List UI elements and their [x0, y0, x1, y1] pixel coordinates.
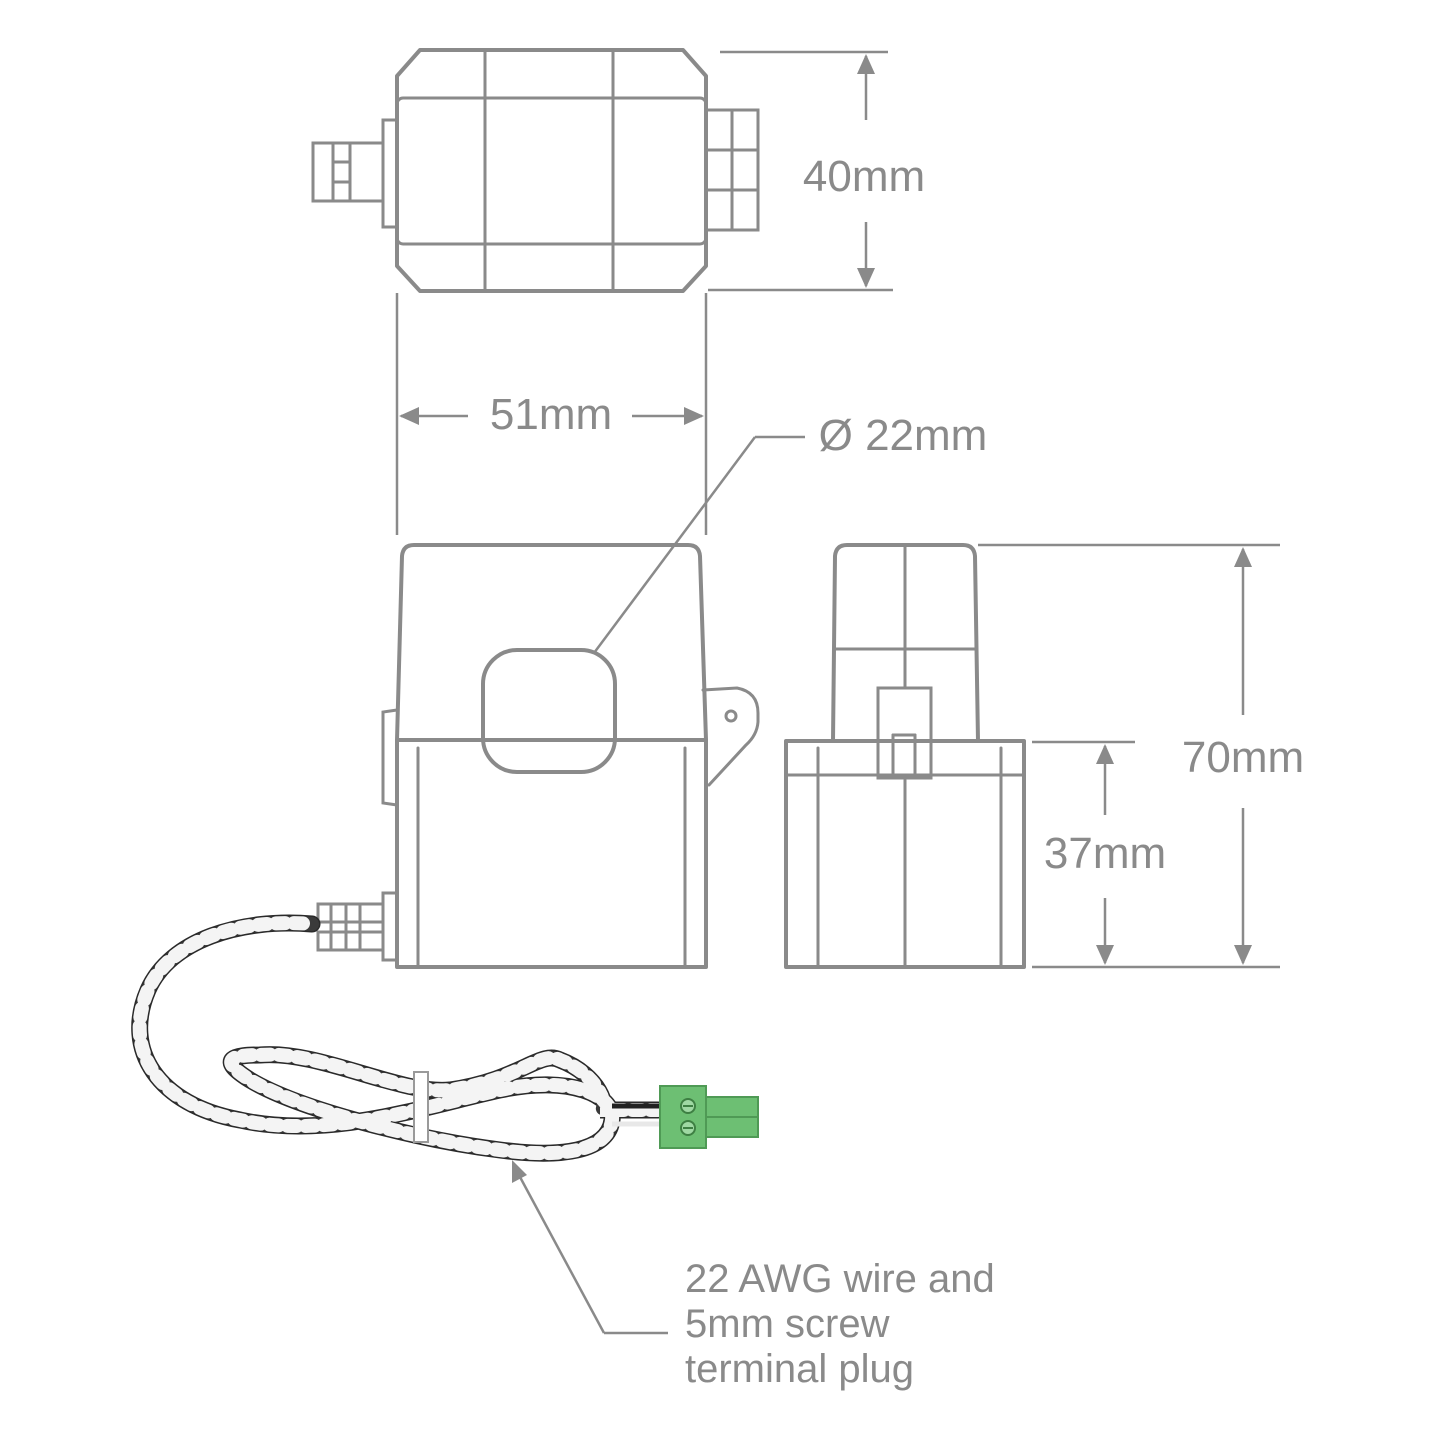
dimension-51mm: 51mm: [395, 293, 708, 535]
label-width: 51mm: [490, 390, 612, 439]
front-view-cable-gland: [316, 891, 399, 962]
top-view-inner-band: [395, 96, 708, 246]
cable-note-line3: terminal plug: [685, 1347, 914, 1391]
front-view-upper-outline: [395, 543, 708, 742]
label-aperture: Ø 22mm: [819, 411, 988, 460]
twisted-pair-cable: [131, 914, 667, 1162]
top-view-left-plug: [311, 118, 399, 229]
front-view-aperture: [481, 648, 617, 774]
top-view-body-outline: [395, 48, 708, 293]
dimension-37mm: 37mm: [1032, 740, 1166, 965]
screw-terminal-plug: [659, 1085, 759, 1149]
side-view: [784, 543, 1026, 969]
front-view: [316, 543, 760, 969]
dimension-aperture: Ø 22mm: [592, 411, 988, 654]
top-view-right-latch: [704, 108, 760, 232]
cable-tie: [413, 1071, 429, 1143]
dimension-70mm: 70mm: [978, 543, 1304, 969]
top-view: [311, 48, 760, 293]
cable-note-line1: 22 AWG wire and: [685, 1257, 995, 1301]
dimension-40mm: 40mm: [708, 50, 925, 292]
front-view-mounting-tab: [701, 686, 760, 787]
cable-note-line2: 5mm screw: [685, 1302, 890, 1346]
label-height-top: 40mm: [803, 152, 925, 201]
cable-callout: 22 AWG wire and 5mm screw terminal plug: [511, 1160, 995, 1391]
front-view-lower-outline: [395, 738, 708, 969]
label-height-lower: 37mm: [1044, 829, 1166, 878]
front-view-side-clip: [381, 708, 399, 807]
side-view-latch: [876, 686, 933, 780]
label-height-total: 70mm: [1182, 733, 1304, 782]
